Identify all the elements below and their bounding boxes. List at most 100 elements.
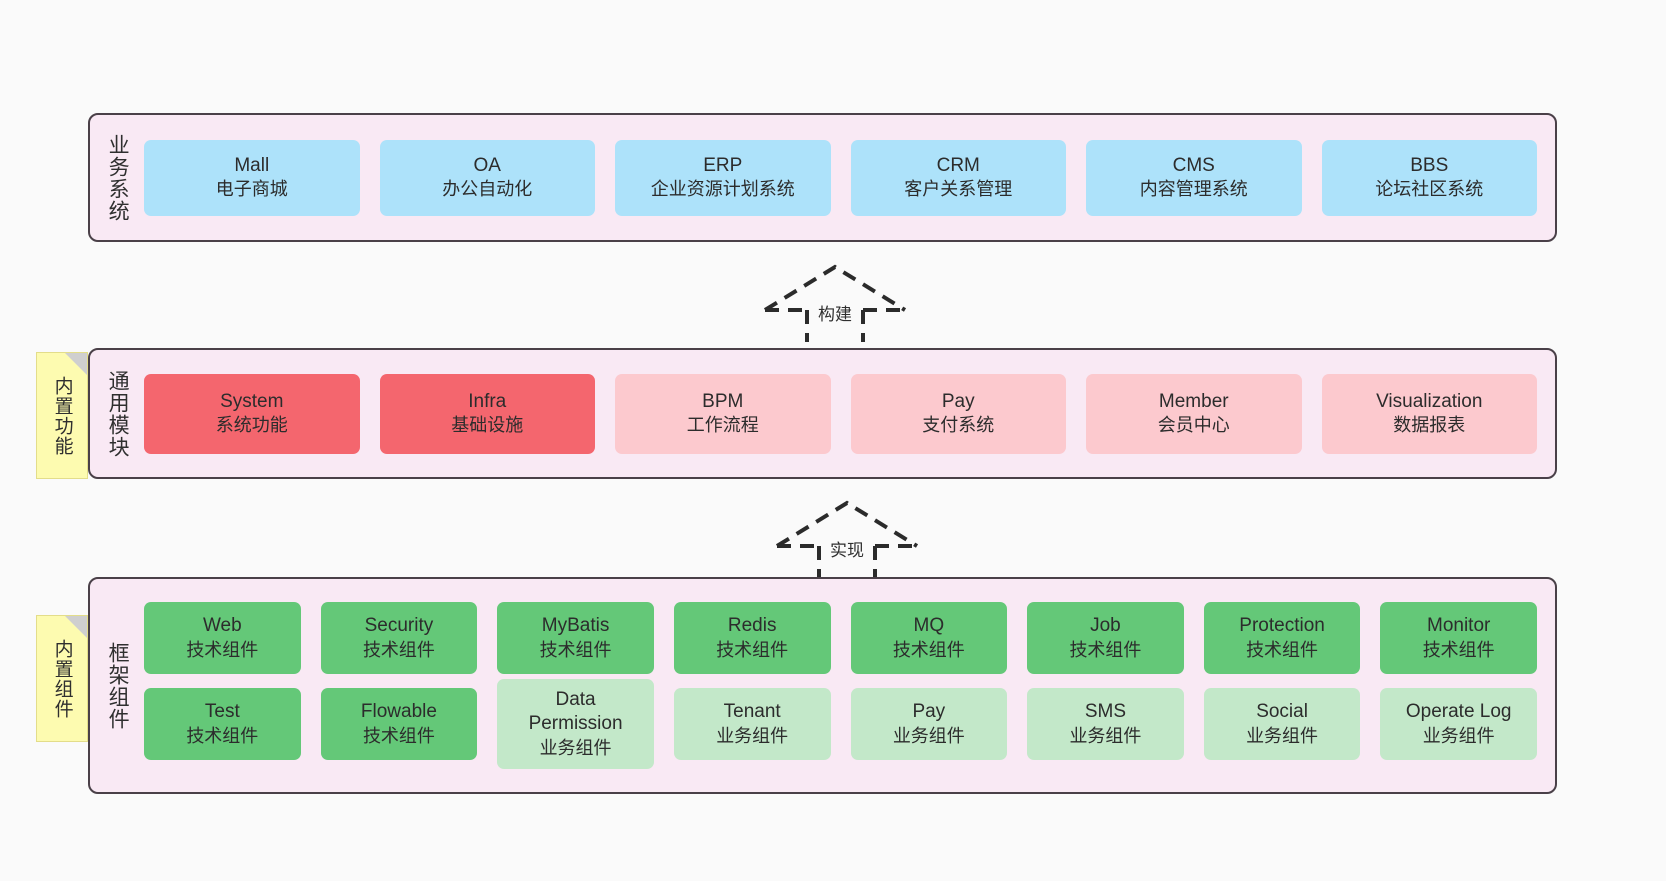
card-row: System 系统功能 Infra 基础设施 BPM 工作流程 Pay 支付系统… <box>144 373 1537 454</box>
card-title: MyBatis <box>541 615 610 637</box>
card-subtitle: 技术组件 <box>186 639 259 660</box>
card-subtitle: 业务组件 <box>892 725 965 746</box>
card-subtitle: 会员中心 <box>1157 415 1230 436</box>
card-subtitle: 技术组件 <box>362 639 435 660</box>
card-monitor[interactable]: Monitor 技术组件 <box>1380 602 1537 674</box>
sticky-note-builtin-components: 内置组件 <box>36 615 88 742</box>
card-row: Web 技术组件 Security 技术组件 MyBatis 技术组件 Redi… <box>144 602 1537 674</box>
card-visualization[interactable]: Visualization 数据报表 <box>1321 373 1537 454</box>
card-test[interactable]: Test 技术组件 <box>144 688 301 760</box>
implement-arrow-icon <box>775 500 919 578</box>
card-protection[interactable]: Protection 技术组件 <box>1203 602 1361 674</box>
card-tenant[interactable]: Tenant 业务组件 <box>673 688 831 760</box>
card-pay[interactable]: Pay 支付系统 <box>850 373 1066 454</box>
card-title: Protection <box>1239 615 1325 637</box>
card-crm[interactable]: CRM 客户关系管理 <box>850 139 1066 216</box>
card-mall[interactable]: Mall 电子商城 <box>144 139 360 216</box>
card-job[interactable]: Job 技术组件 <box>1027 602 1184 674</box>
card-title: OA <box>473 154 501 176</box>
card-subtitle: 业务组件 <box>1246 725 1319 746</box>
layer-framework-components: 框架组件 Web 技术组件 Security 技术组件 MyBatis 技术组件… <box>88 577 1557 794</box>
card-subtitle: 企业资源计划系统 <box>650 179 795 200</box>
card-title: Flowable <box>360 701 437 723</box>
card-subtitle: 业务组件 <box>716 725 789 746</box>
card-subtitle: 业务组件 <box>1422 725 1495 746</box>
card-title: Infra <box>468 390 507 412</box>
card-data-permission[interactable]: Data Permission 业务组件 <box>497 679 654 769</box>
card-title: Pay <box>941 390 975 412</box>
card-subtitle: 电子商城 <box>215 179 288 200</box>
card-grid-framework-components: Web 技术组件 Security 技术组件 MyBatis 技术组件 Redi… <box>140 579 1555 792</box>
card-subtitle: 技术组件 <box>716 639 789 660</box>
card-subtitle: 数据报表 <box>1393 415 1466 436</box>
card-operate-log[interactable]: Operate Log 业务组件 <box>1380 688 1537 760</box>
card-pay-component[interactable]: Pay 业务组件 <box>850 688 1008 760</box>
card-subtitle: 技术组件 <box>1246 639 1319 660</box>
connector-implement-label: 实现 <box>830 541 864 560</box>
sticky-note-text: 内置组件 <box>51 638 73 719</box>
card-subtitle: 业务组件 <box>539 737 612 758</box>
card-system[interactable]: System 系统功能 <box>144 373 360 454</box>
card-row: Test 技术组件 Flowable 技术组件 Data Permission … <box>144 679 1537 769</box>
card-subtitle: 论坛社区系统 <box>1375 179 1484 200</box>
card-title: Monitor <box>1427 615 1491 637</box>
card-bbs[interactable]: BBS 论坛社区系统 <box>1321 139 1537 216</box>
card-title: Tenant <box>723 701 781 723</box>
card-subtitle: 业务组件 <box>1069 725 1142 746</box>
card-title: Social <box>1256 701 1308 723</box>
card-subtitle: 支付系统 <box>922 415 995 436</box>
layer-title-business-systems: 业务系统 <box>106 133 130 222</box>
layer-title-common-modules: 通用模块 <box>106 369 130 458</box>
connector-implement: 实现 <box>772 498 922 578</box>
card-title: Operate Log <box>1405 701 1512 723</box>
card-title: SMS <box>1084 701 1127 723</box>
card-cms[interactable]: CMS 内容管理系统 <box>1086 139 1302 216</box>
card-flowable[interactable]: Flowable 技术组件 <box>320 688 478 760</box>
card-subtitle: 办公自动化 <box>442 179 533 200</box>
card-title: Test <box>204 701 240 723</box>
card-subtitle: 内容管理系统 <box>1139 179 1248 200</box>
layer-title-framework-components: 框架组件 <box>106 641 130 730</box>
card-grid-common-modules: System 系统功能 Infra 基础设施 BPM 工作流程 Pay 支付系统… <box>140 350 1555 477</box>
card-title: Pay <box>912 701 946 723</box>
card-oa[interactable]: OA 办公自动化 <box>379 139 595 216</box>
card-bpm[interactable]: BPM 工作流程 <box>615 373 831 454</box>
card-subtitle: 技术组件 <box>892 639 965 660</box>
build-arrow-icon <box>763 264 907 342</box>
card-title: BBS <box>1410 154 1449 176</box>
card-member[interactable]: Member 会员中心 <box>1086 373 1302 454</box>
card-subtitle: 技术组件 <box>362 725 435 746</box>
card-title: CRM <box>936 154 980 176</box>
card-title: Redis <box>727 615 777 637</box>
connector-build: 构建 <box>760 262 910 342</box>
layer-common-modules: 通用模块 System 系统功能 Infra 基础设施 BPM 工作流程 Pay… <box>88 348 1557 479</box>
card-title: System <box>220 390 284 412</box>
card-subtitle: 基础设施 <box>451 415 524 436</box>
card-title: ERP <box>703 154 743 176</box>
card-security[interactable]: Security 技术组件 <box>320 602 478 674</box>
card-sms[interactable]: SMS 业务组件 <box>1027 688 1184 760</box>
card-title: Visualization <box>1376 390 1483 412</box>
card-subtitle: 工作流程 <box>686 415 759 436</box>
card-mybatis[interactable]: MyBatis 技术组件 <box>497 602 654 674</box>
card-mq[interactable]: MQ 技术组件 <box>850 602 1008 674</box>
card-title: Mall <box>234 154 270 176</box>
card-social[interactable]: Social 业务组件 <box>1203 688 1361 760</box>
connector-build-label: 构建 <box>818 305 852 324</box>
card-erp[interactable]: ERP 企业资源计划系统 <box>615 139 831 216</box>
card-title: Security <box>364 615 434 637</box>
card-redis[interactable]: Redis 技术组件 <box>673 602 831 674</box>
card-title: MQ <box>913 615 945 637</box>
layer-business-systems: 业务系统 Mall 电子商城 OA 办公自动化 ERP 企业资源计划系统 CRM… <box>88 113 1557 242</box>
card-subtitle: 系统功能 <box>215 415 288 436</box>
card-title: Web <box>202 615 242 637</box>
card-subtitle: 技术组件 <box>186 725 259 746</box>
card-web[interactable]: Web 技术组件 <box>144 602 301 674</box>
card-grid-business-systems: Mall 电子商城 OA 办公自动化 ERP 企业资源计划系统 CRM 客户关系… <box>140 115 1555 240</box>
card-subtitle: 技术组件 <box>1422 639 1495 660</box>
note-fold-corner-icon <box>65 616 87 638</box>
sticky-note-text: 内置功能 <box>51 375 73 456</box>
card-infra[interactable]: Infra 基础设施 <box>379 373 595 454</box>
card-subtitle: 技术组件 <box>1069 639 1142 660</box>
